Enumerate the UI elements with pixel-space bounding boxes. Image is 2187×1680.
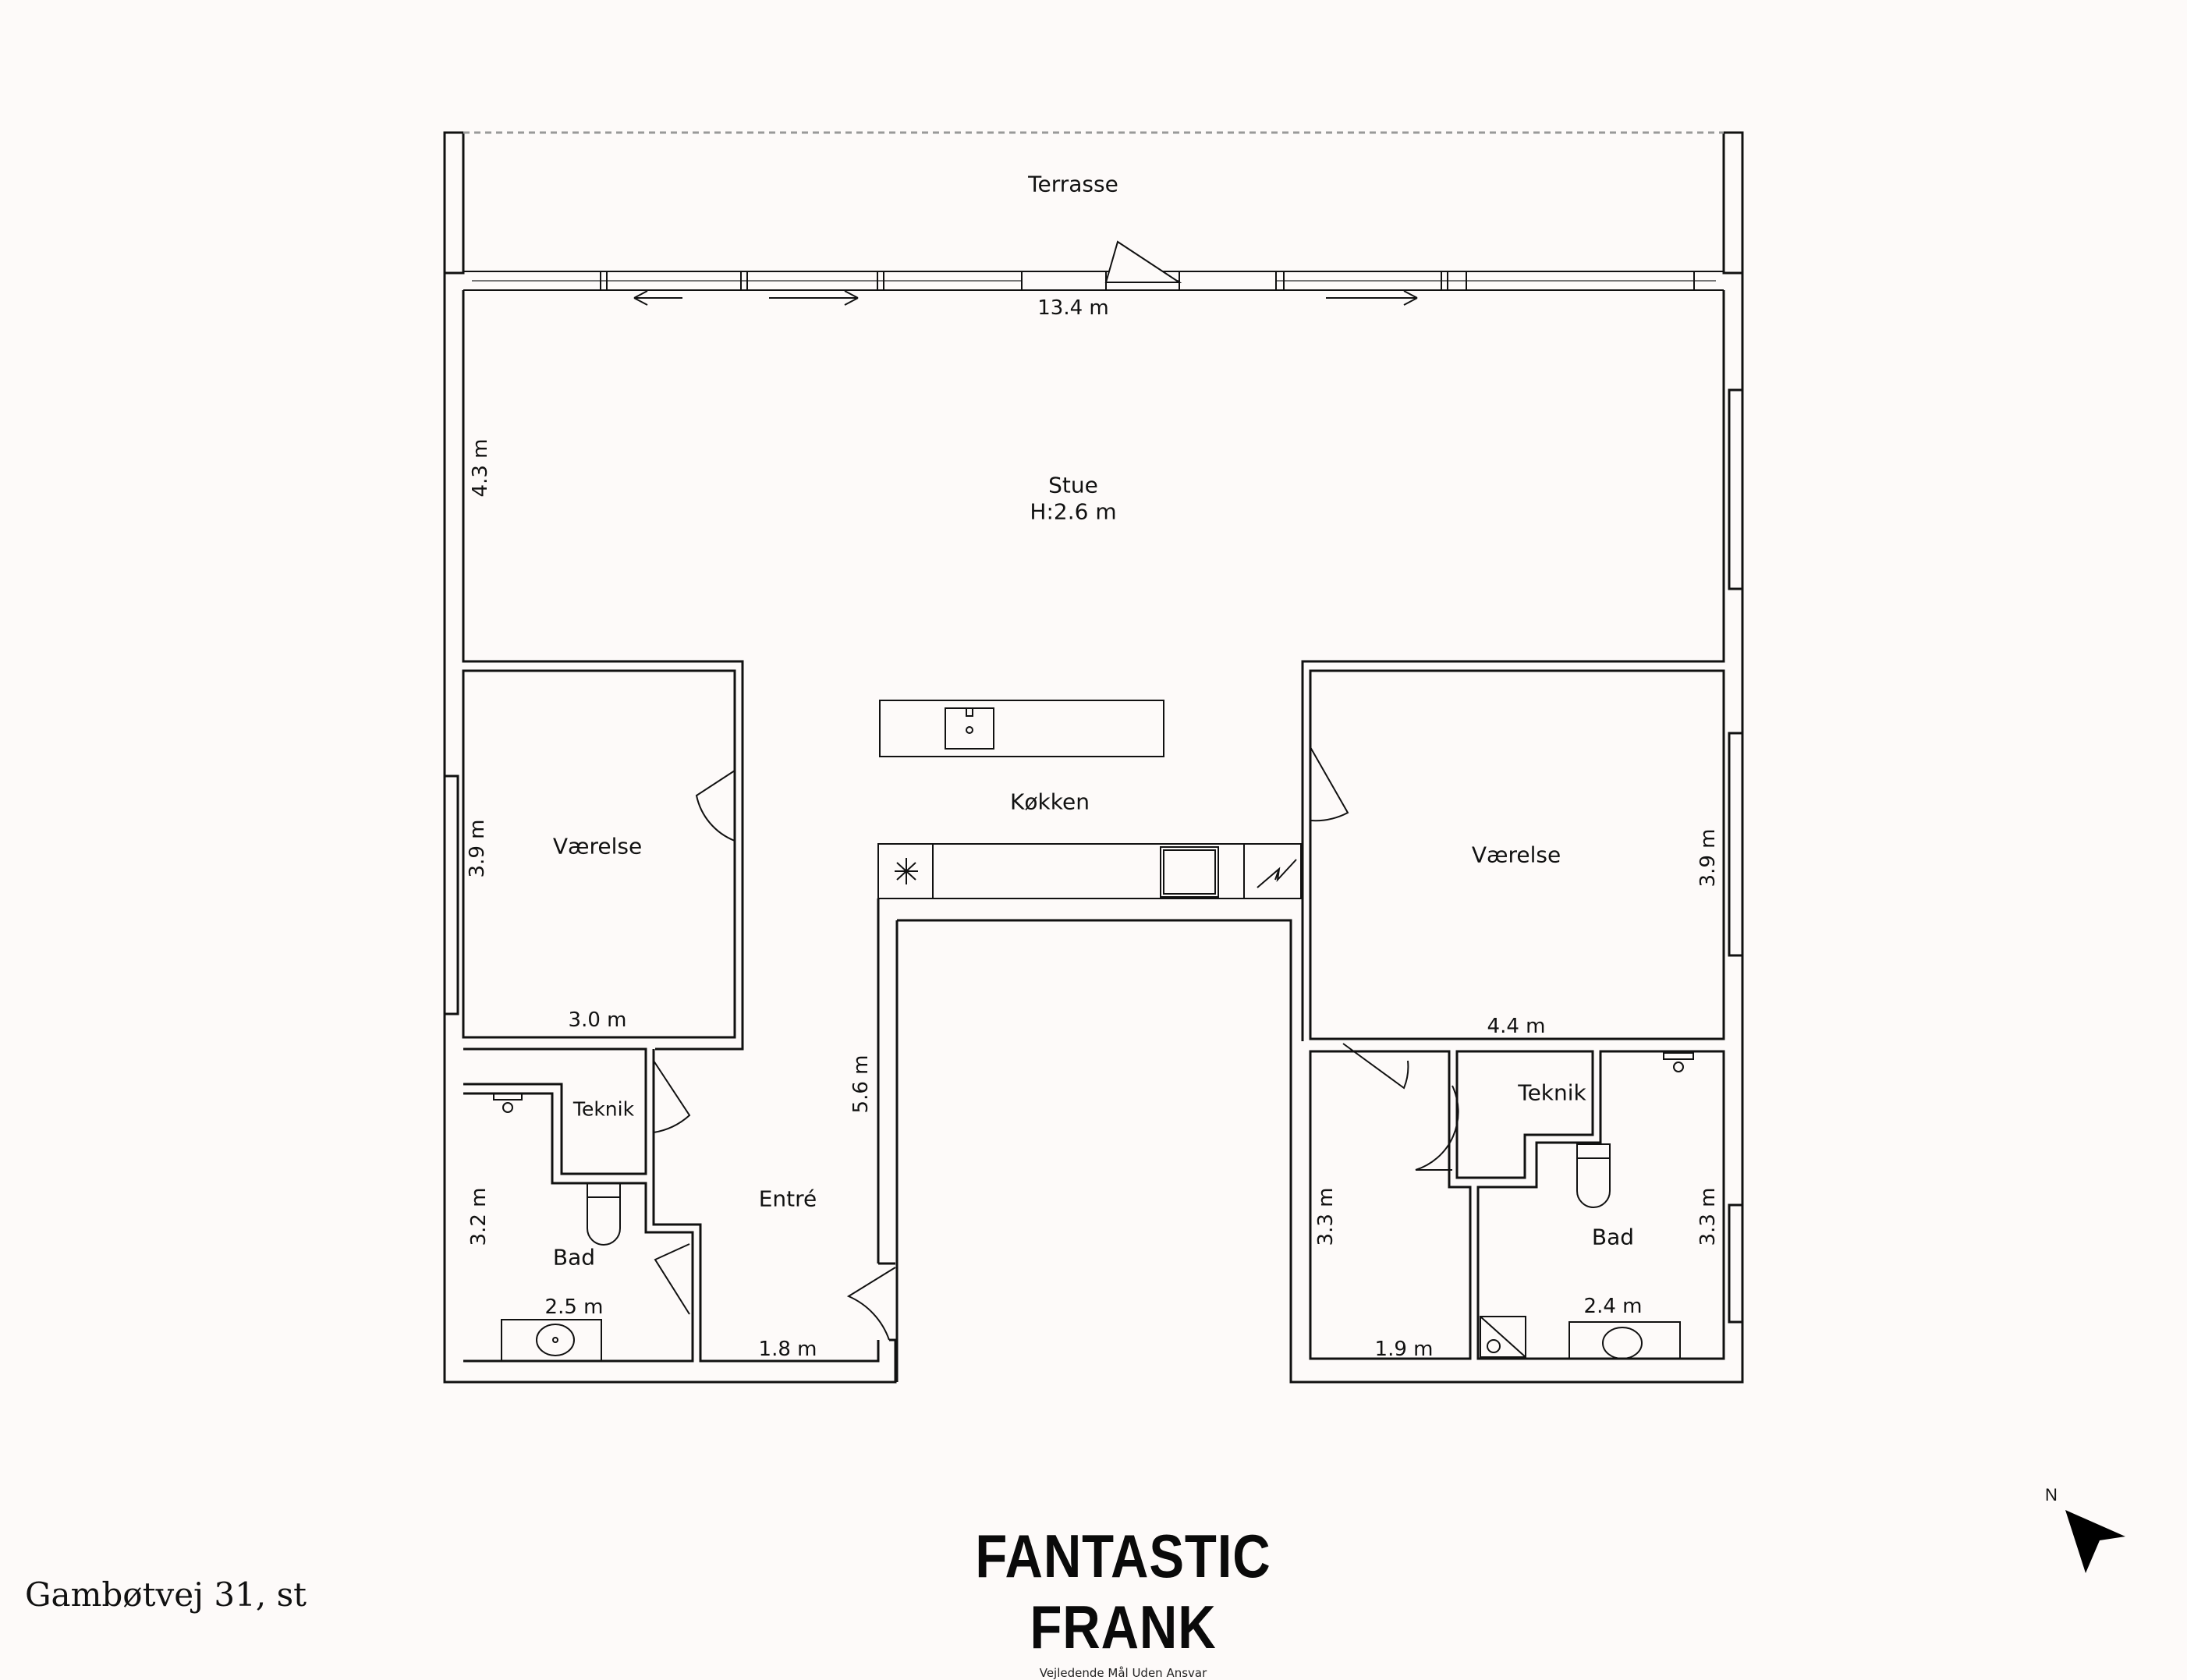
brand-logo: FANTASTIC FRANK Vejledende Mål Uden Ansv… [874, 1521, 1373, 1680]
room-label-terrasse: Terrasse [1028, 171, 1118, 197]
address-label: Gambøtvej 31, st [25, 1575, 307, 1614]
oven-icon [1257, 859, 1297, 888]
room-label-entre: Entré [758, 1186, 817, 1212]
kitchen-island [879, 700, 1164, 757]
dim-bad-left-width: 2.5 m [544, 1295, 604, 1319]
shower-icon-right [1663, 1052, 1694, 1072]
room-height-stue: H:2.6 m [1030, 498, 1117, 525]
right-bedroom-walls [1309, 669, 1725, 1040]
entre-walls [652, 898, 1292, 1382]
toilet-icon [587, 1182, 621, 1246]
dim-vaerelse-left-depth: 3.9 m [466, 819, 489, 878]
brand-name: FANTASTIC FRANK [975, 1522, 1271, 1661]
room-label-stue: Stue [1048, 472, 1098, 498]
north-compass: N [2036, 1482, 2137, 1575]
dim-entre-width: 1.8 m [758, 1338, 817, 1361]
sink-icon [501, 1319, 602, 1362]
disclaimer: Vejledende Mål Uden Ansvar [1039, 1666, 1207, 1680]
north-label: N [2045, 1485, 2058, 1505]
washing-machine-icon [1480, 1316, 1526, 1358]
room-label-vaerelse-left: Værelse [552, 833, 643, 859]
dim-right-room-depth: 3.3 m [1314, 1187, 1338, 1246]
room-label-bad-left: Bad [552, 1244, 596, 1271]
left-bedroom-walls [462, 669, 736, 1039]
dim-vaerelse-right-width: 4.4 m [1487, 1015, 1546, 1038]
kitchen-counter [877, 843, 1302, 899]
dim-bad-left-depth: 3.2 m [467, 1187, 491, 1246]
terrace-area [443, 131, 1744, 275]
room-label-teknik-right: Teknik [1518, 1079, 1586, 1106]
sliding-arrows [633, 290, 1418, 306]
dim-bad-right-width: 2.4 m [1583, 1295, 1643, 1318]
fridge-icon [895, 858, 918, 884]
dim-stue-width: 13.4 m [1037, 296, 1109, 320]
dim-vaerelse-left-width: 3.0 m [568, 1008, 627, 1032]
right-service-walls [1309, 1043, 1725, 1360]
left-service-walls [463, 1047, 694, 1363]
room-label-teknik-left: Teknik [572, 1097, 635, 1121]
toilet-icon-right [1576, 1143, 1611, 1208]
exterior-walls [443, 133, 1744, 1384]
north-arrow-icon [2065, 1510, 2125, 1573]
dim-entre-depth: 5.6 m [849, 1054, 873, 1114]
sink-icon-right [1568, 1321, 1681, 1359]
floor-plan [443, 131, 1744, 1384]
shower-icon [493, 1093, 523, 1113]
room-label-koekken: Køkken [1010, 789, 1090, 815]
dim-right-room-width: 1.9 m [1374, 1338, 1434, 1361]
dim-vaerelse-right-depth: 3.9 m [1696, 828, 1720, 888]
terrace-window-strip [463, 240, 1724, 291]
dim-bad-right-depth: 3.3 m [1696, 1187, 1720, 1246]
dim-stue-depth: 4.3 m [469, 438, 492, 498]
room-label-vaerelse-right: Værelse [1471, 842, 1561, 868]
room-label-bad-right: Bad [1591, 1224, 1635, 1250]
